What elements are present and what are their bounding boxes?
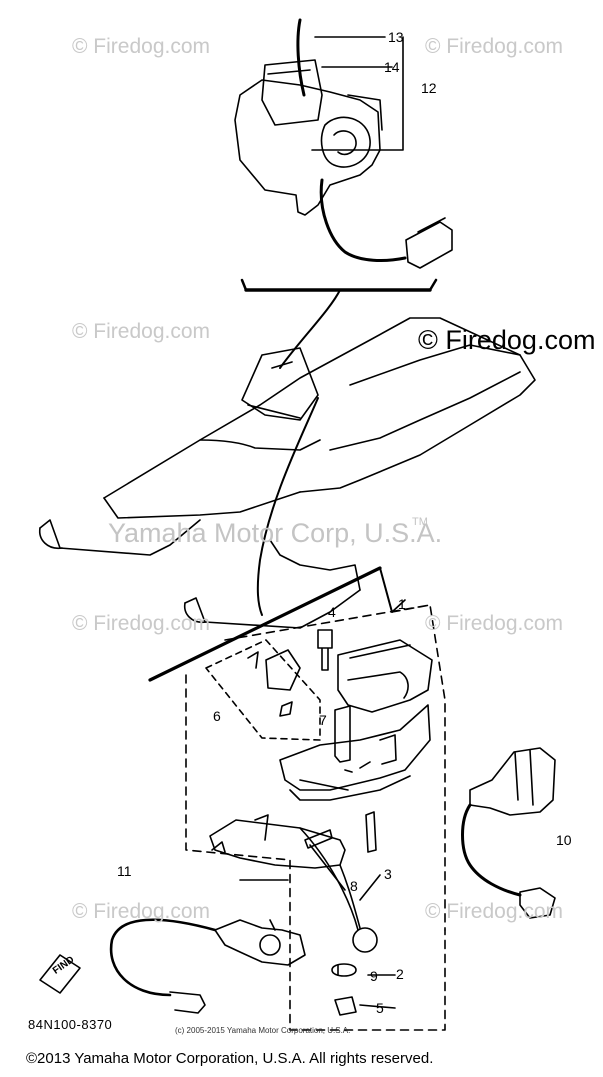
callout-6: 6 <box>213 708 221 724</box>
callout-5: 5 <box>376 1000 384 1016</box>
callout-10: 10 <box>556 832 572 848</box>
callout-12: 12 <box>421 80 437 96</box>
watermark-large: © Firedog.com <box>418 325 596 355</box>
callout-9: 9 <box>370 968 378 984</box>
watermark-2: © Firedog.com <box>425 35 564 58</box>
callout-3: 3 <box>384 866 392 882</box>
part-number: 84N100-8370 <box>28 1017 113 1032</box>
footer-copyright: ©2013 Yamaha Motor Corporation, U.S.A. A… <box>26 1050 434 1067</box>
watermark-5: © Firedog.com <box>425 612 564 635</box>
callout-11: 11 <box>117 863 132 879</box>
watermark-corp: Yamaha Motor Corp, U.S.A. <box>108 518 443 548</box>
callout-2: 2 <box>396 966 404 982</box>
callout-14: 14 <box>384 59 400 75</box>
lower-assembly-drawing <box>39 566 556 1031</box>
callout-7: 7 <box>319 712 327 728</box>
callout-1: 1 <box>398 596 406 612</box>
watermark-3: © Firedog.com <box>72 320 211 343</box>
snowmobile-drawing <box>38 289 536 629</box>
small-copyright: (c) 2005-2015 Yamaha Motor Corporation, … <box>175 1026 351 1035</box>
callout-4: 4 <box>328 604 336 620</box>
callout-8: 8 <box>350 878 358 894</box>
watermark-7: © Firedog.com <box>425 900 564 923</box>
callout-13: 13 <box>388 29 404 45</box>
top-unit-drawing <box>234 18 453 292</box>
watermark-tm: TM <box>412 516 428 528</box>
watermark-1: © Firedog.com <box>72 35 211 58</box>
watermark-4: © Firedog.com <box>72 612 211 635</box>
watermark-6: © Firedog.com <box>72 900 211 923</box>
